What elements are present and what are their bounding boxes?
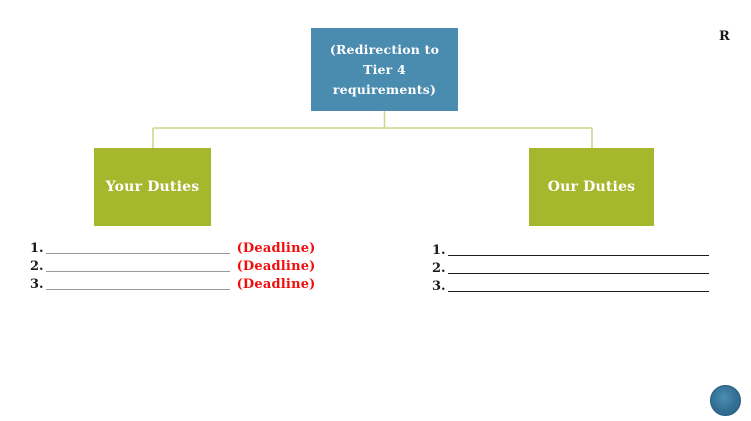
list-number: 2. — [30, 258, 44, 274]
node-redirection-label-line2: requirements) — [332, 81, 437, 97]
corner-letter: R — [719, 29, 731, 44]
node-your-duties-label: Your Duties — [105, 179, 200, 195]
list-number: 1. — [30, 241, 44, 256]
list-number: 2. — [432, 260, 446, 276]
list-item: 1. (Deadline) — [30, 241, 316, 259]
blank-line — [45, 259, 230, 272]
node-redirection-label-line1: (Redirection to Tier 4 — [329, 41, 440, 77]
list-number: 3. — [432, 278, 446, 294]
blank-line — [447, 243, 709, 256]
blank-line — [45, 241, 230, 254]
list-item: 1. — [432, 243, 709, 261]
list-number: 3. — [30, 276, 44, 292]
blank-line — [45, 277, 230, 290]
blank-line — [447, 261, 709, 274]
node-our-duties: Our Duties — [529, 148, 654, 226]
list-item: 2. — [432, 261, 709, 279]
list-item: 3. (Deadline) — [30, 277, 316, 295]
node-redirection-tier4: (Redirection to Tier 4 requirements) — [311, 28, 458, 111]
your-duties-list: 1. (Deadline) 2. (Deadline) 3. (Deadline) — [30, 241, 316, 294]
node-our-duties-label: Our Duties — [547, 179, 636, 195]
list-item: 2. (Deadline) — [30, 259, 316, 277]
our-duties-list: 1. 2. 3. — [432, 243, 709, 296]
deadline-label: (Deadline) — [236, 241, 316, 256]
deadline-label: (Deadline) — [236, 276, 316, 292]
circle-logo-icon — [710, 385, 741, 416]
node-your-duties: Your Duties — [94, 148, 211, 226]
list-item: 3. — [432, 279, 709, 297]
list-number: 1. — [432, 243, 446, 258]
blank-line — [447, 279, 709, 292]
deadline-label: (Deadline) — [236, 258, 316, 274]
